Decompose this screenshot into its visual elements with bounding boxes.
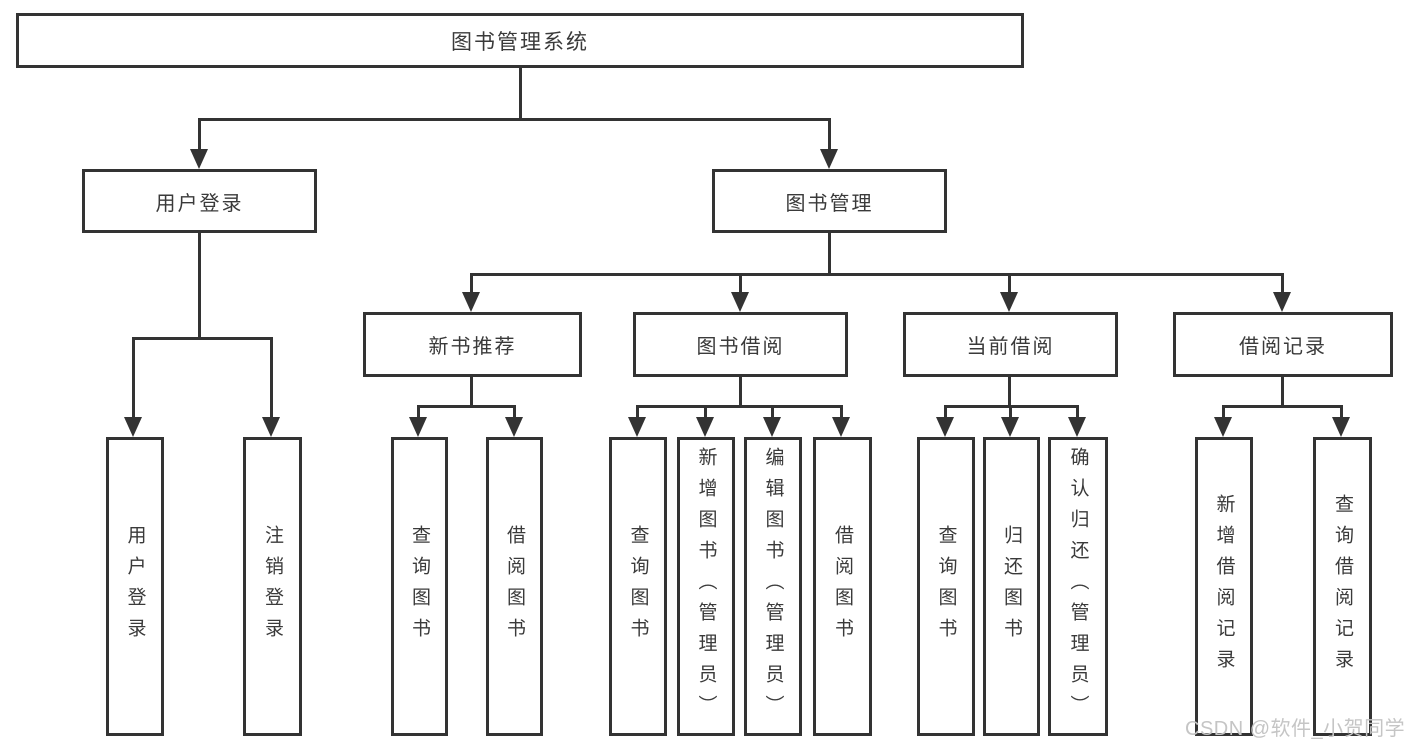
- arrow-down-icon: [763, 417, 781, 437]
- arrow-down-icon: [124, 417, 142, 437]
- leaf-borrow-book: 借阅图书: [813, 437, 872, 736]
- arrow-down-icon: [1001, 417, 1019, 437]
- leaf-user-login: 用户登录: [106, 437, 164, 736]
- connector-stem: [470, 273, 473, 294]
- node-current-borrow-label: 当前借阅: [966, 336, 1055, 358]
- arrow-down-icon: [190, 149, 208, 169]
- arrow-down-icon: [1273, 292, 1291, 312]
- connector-stem: [1008, 273, 1011, 294]
- leaf-return-book: 归还图书: [983, 437, 1040, 736]
- connector-stem: [771, 405, 774, 419]
- leaf-edit-book-admin: 编辑图书（管理员）: [744, 437, 802, 736]
- arrow-down-icon: [628, 417, 646, 437]
- connector-trunk: [198, 233, 201, 337]
- connector-trunk: [828, 233, 831, 273]
- arrow-down-icon: [696, 417, 714, 437]
- connector-stem: [840, 405, 843, 419]
- connector-trunk: [1008, 377, 1011, 405]
- node-book-management: 图书管理: [712, 169, 947, 233]
- leaf-return-book-label: 归还图书: [1001, 524, 1022, 649]
- connector-rail: [132, 337, 273, 340]
- connector-rail: [1222, 405, 1343, 408]
- arrow-down-icon: [820, 149, 838, 169]
- node-book-borrow-label: 图书借阅: [696, 336, 785, 358]
- arrow-down-icon: [1000, 292, 1018, 312]
- node-user-login: 用户登录: [82, 169, 317, 233]
- connector-stem: [944, 405, 947, 419]
- leaf-query-book-borrow-label: 查询图书: [627, 524, 649, 649]
- connector-stem: [1009, 405, 1012, 419]
- leaf-borrow-book-recommend-label: 借阅图书: [504, 524, 525, 649]
- leaf-confirm-return-admin-label: 确认归还（管理员）: [1067, 447, 1089, 726]
- leaf-borrow-book-recommend: 借阅图书: [486, 437, 543, 736]
- connector-trunk: [739, 377, 742, 405]
- leaf-query-book-recommend-label: 查询图书: [409, 524, 430, 649]
- node-new-book-recommend-label: 新书推荐: [428, 336, 517, 358]
- node-user-login-label: 用户登录: [155, 192, 244, 215]
- connector-stem: [739, 273, 742, 294]
- leaf-query-book-recommend: 查询图书: [391, 437, 448, 736]
- node-borrow-records-label: 借阅记录: [1239, 336, 1327, 358]
- connector-stem: [704, 405, 707, 419]
- leaf-confirm-return-admin: 确认归还（管理员）: [1048, 437, 1108, 736]
- arrow-down-icon: [409, 417, 427, 437]
- connector-rail: [636, 405, 843, 408]
- leaf-add-borrow-record-label: 新增借阅记录: [1213, 493, 1235, 680]
- node-book-borrow: 图书借阅: [633, 312, 848, 377]
- node-root: 图书管理系统: [16, 13, 1024, 68]
- arrow-down-icon: [262, 417, 280, 437]
- arrow-down-icon: [832, 417, 850, 437]
- connector-root-trunk: [519, 68, 522, 118]
- connector-stem: [828, 118, 831, 151]
- connector-trunk: [470, 377, 473, 405]
- arrow-down-icon: [936, 417, 954, 437]
- connector-rail: [417, 405, 516, 408]
- node-new-book-recommend: 新书推荐: [363, 312, 582, 377]
- leaf-add-book-admin-label: 新增图书（管理员）: [695, 447, 717, 726]
- leaf-query-borrow-record-label: 查询借阅记录: [1332, 493, 1353, 680]
- connector-l3-rail: [470, 273, 1284, 276]
- node-book-management-label: 图书管理: [785, 192, 874, 215]
- leaf-add-book-admin: 新增图书（管理员）: [677, 437, 735, 736]
- arrow-down-icon: [1068, 417, 1086, 437]
- leaf-logout: 注销登录: [243, 437, 302, 736]
- leaf-user-login-label: 用户登录: [124, 524, 146, 649]
- leaf-query-book-borrow: 查询图书: [609, 437, 667, 736]
- arrow-down-icon: [731, 292, 749, 312]
- connector-stem: [132, 337, 135, 419]
- leaf-query-book-current: 查询图书: [917, 437, 975, 736]
- connector-stem: [1340, 405, 1343, 419]
- connector-stem: [636, 405, 639, 419]
- arrow-down-icon: [462, 292, 480, 312]
- arrow-down-icon: [1332, 417, 1350, 437]
- arrow-down-icon: [505, 417, 523, 437]
- node-root-label: 图书管理系统: [451, 30, 589, 54]
- connector-stem: [1076, 405, 1079, 419]
- arrow-down-icon: [1214, 417, 1232, 437]
- leaf-query-borrow-record: 查询借阅记录: [1313, 437, 1372, 736]
- leaf-add-borrow-record: 新增借阅记录: [1195, 437, 1253, 736]
- connector-stem: [270, 337, 273, 419]
- csdn-watermark: CSDN @软件_小贺同学: [1185, 718, 1405, 740]
- connector-stem: [1222, 405, 1225, 419]
- connector-trunk: [1281, 377, 1284, 405]
- connector-l2-rail: [198, 118, 831, 121]
- connector-stem: [198, 118, 201, 151]
- connector-stem: [1281, 273, 1284, 294]
- leaf-query-book-current-label: 查询图书: [935, 524, 957, 649]
- node-borrow-records: 借阅记录: [1173, 312, 1393, 377]
- node-current-borrow: 当前借阅: [903, 312, 1118, 377]
- connector-stem: [417, 405, 420, 419]
- leaf-edit-book-admin-label: 编辑图书（管理员）: [762, 447, 784, 726]
- leaf-borrow-book-label: 借阅图书: [832, 524, 853, 649]
- connector-stem: [513, 405, 516, 419]
- leaf-logout-label: 注销登录: [262, 524, 283, 649]
